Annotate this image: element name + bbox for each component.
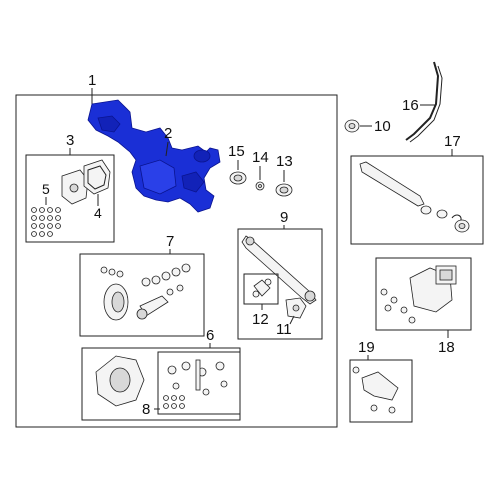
callout-5[interactable]: 5 xyxy=(42,181,50,205)
vent-tube-16[interactable] xyxy=(405,61,443,143)
callout-7[interactable]: 7 xyxy=(166,233,174,254)
callout-13-label: 13 xyxy=(276,153,293,170)
ring-pinion-box xyxy=(79,253,205,337)
ring-gear[interactable] xyxy=(103,283,129,321)
callout-17-label: 17 xyxy=(444,133,461,150)
spider-gears[interactable] xyxy=(167,359,228,396)
main-assembly-frame xyxy=(15,94,338,428)
u-joint-12[interactable] xyxy=(243,273,279,305)
callout-4-label: 4 xyxy=(94,205,102,221)
axle-housing[interactable] xyxy=(87,99,221,213)
callout-1[interactable]: 1 xyxy=(88,72,96,104)
callout-2-label: 2 xyxy=(164,125,172,142)
callout-19-label: 19 xyxy=(358,339,375,356)
callout-3-label: 3 xyxy=(66,132,74,149)
callout-6-label: 6 xyxy=(206,327,214,344)
nut-10[interactable] xyxy=(344,119,360,133)
callout-10[interactable]: 10 xyxy=(360,118,391,135)
callout-11-label: 11 xyxy=(276,321,292,338)
cover-bolts[interactable] xyxy=(31,207,61,237)
shim-set-8[interactable] xyxy=(163,395,185,409)
callout-13[interactable]: 13 xyxy=(276,153,293,182)
callout-10-label: 10 xyxy=(374,118,391,135)
callout-4[interactable]: 4 xyxy=(94,194,102,221)
callout-8[interactable]: 8 xyxy=(142,401,160,418)
outer-shaft-box xyxy=(350,155,484,245)
callout-17[interactable]: 17 xyxy=(444,133,461,156)
callout-14-label: 14 xyxy=(252,149,269,166)
actuator-box xyxy=(375,257,472,331)
seal-15[interactable] xyxy=(229,171,247,185)
callout-15[interactable]: 15 xyxy=(228,143,245,170)
cover-gasket[interactable] xyxy=(83,159,111,195)
stub-shaft-11[interactable] xyxy=(285,297,307,319)
bearing-13[interactable] xyxy=(275,183,293,197)
callout-18-label: 18 xyxy=(438,339,455,356)
callout-3[interactable]: 3 xyxy=(66,132,74,155)
callout-16[interactable]: 16 xyxy=(402,97,436,114)
callout-11[interactable]: 11 xyxy=(276,315,295,338)
pinion-gear[interactable] xyxy=(136,295,169,320)
axle-shaft[interactable] xyxy=(241,235,317,305)
callout-12-label: 12 xyxy=(252,311,269,328)
callout-2[interactable]: 2 xyxy=(164,125,172,157)
bracket-19[interactable] xyxy=(352,366,399,414)
axle-shaft-box xyxy=(237,228,323,340)
callout-5-label: 5 xyxy=(42,181,50,197)
callout-9-label: 9 xyxy=(280,209,288,226)
actuator-18[interactable] xyxy=(380,265,457,324)
callout-19[interactable]: 19 xyxy=(358,339,375,360)
washer-14[interactable] xyxy=(255,181,265,191)
callout-6[interactable]: 6 xyxy=(206,327,214,348)
callout-7-label: 7 xyxy=(166,233,174,250)
callout-8-label: 8 xyxy=(142,401,150,418)
spider-gear-box xyxy=(157,351,241,415)
differential-case[interactable] xyxy=(95,355,145,407)
callout-16-label: 16 xyxy=(402,97,419,114)
callout-15-label: 15 xyxy=(228,143,245,160)
callout-14[interactable]: 14 xyxy=(252,149,269,180)
outer-axle-shaft[interactable] xyxy=(359,161,470,233)
bracket-box xyxy=(349,359,413,423)
bearing-set[interactable] xyxy=(100,263,191,296)
callout-9[interactable]: 9 xyxy=(280,209,288,229)
callout-18[interactable]: 18 xyxy=(438,330,455,356)
callout-1-label: 1 xyxy=(88,72,96,89)
callout-12[interactable]: 12 xyxy=(252,304,269,328)
differential-cover[interactable] xyxy=(61,169,89,205)
